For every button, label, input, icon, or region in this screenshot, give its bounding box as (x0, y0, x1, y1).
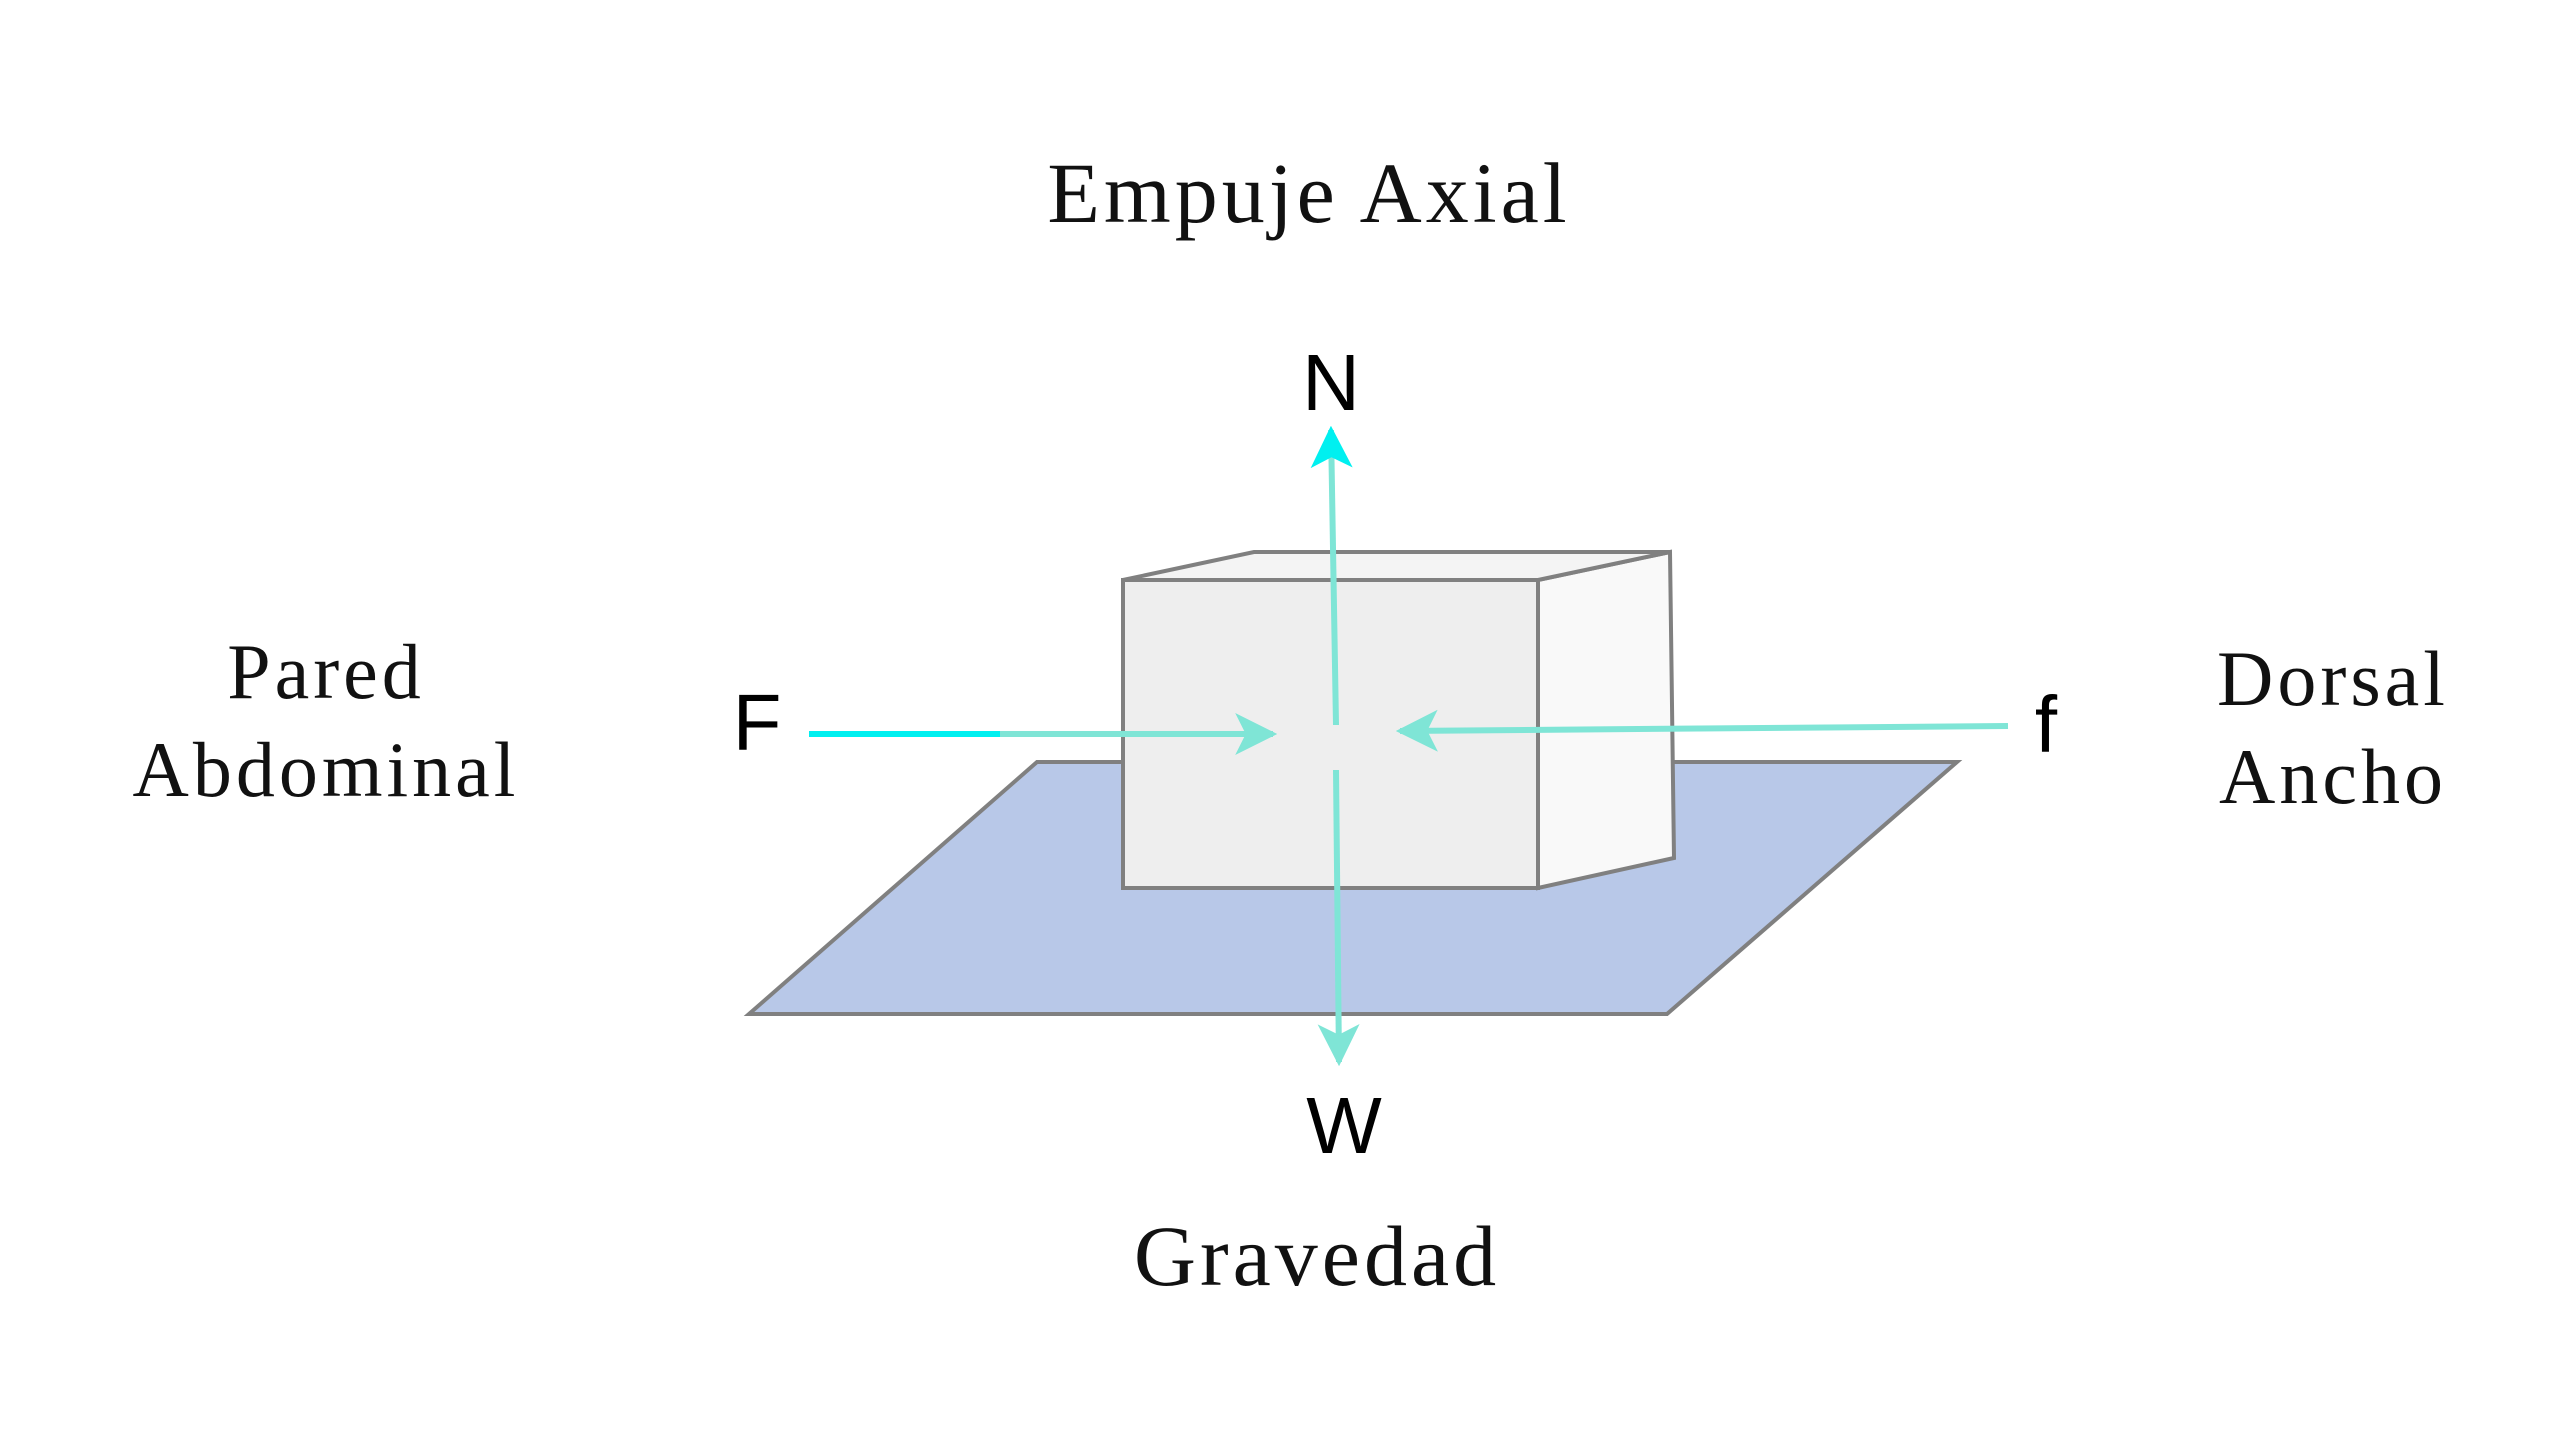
right-label-line1: Dorsal (2217, 635, 2449, 722)
weight-force-arrow (1317, 769, 1360, 1067)
left-label-line1: Pared (227, 628, 425, 715)
normal-force-label: N (1302, 338, 1360, 427)
bottom-label: Gravedad (1134, 1208, 1500, 1304)
box-side (1536, 549, 1677, 891)
left-label-line2: Abdominal (133, 726, 520, 813)
title: Empuje Axial (1047, 145, 1570, 241)
right-label-line2: Ancho (2219, 733, 2447, 820)
friction-force-label: f (2035, 680, 2058, 769)
weight-force-label: W (1306, 1081, 1382, 1170)
friction-force-arrow (1395, 709, 2009, 752)
normal-force-arrow (1310, 425, 1353, 726)
applied-force-label: F (733, 678, 782, 767)
